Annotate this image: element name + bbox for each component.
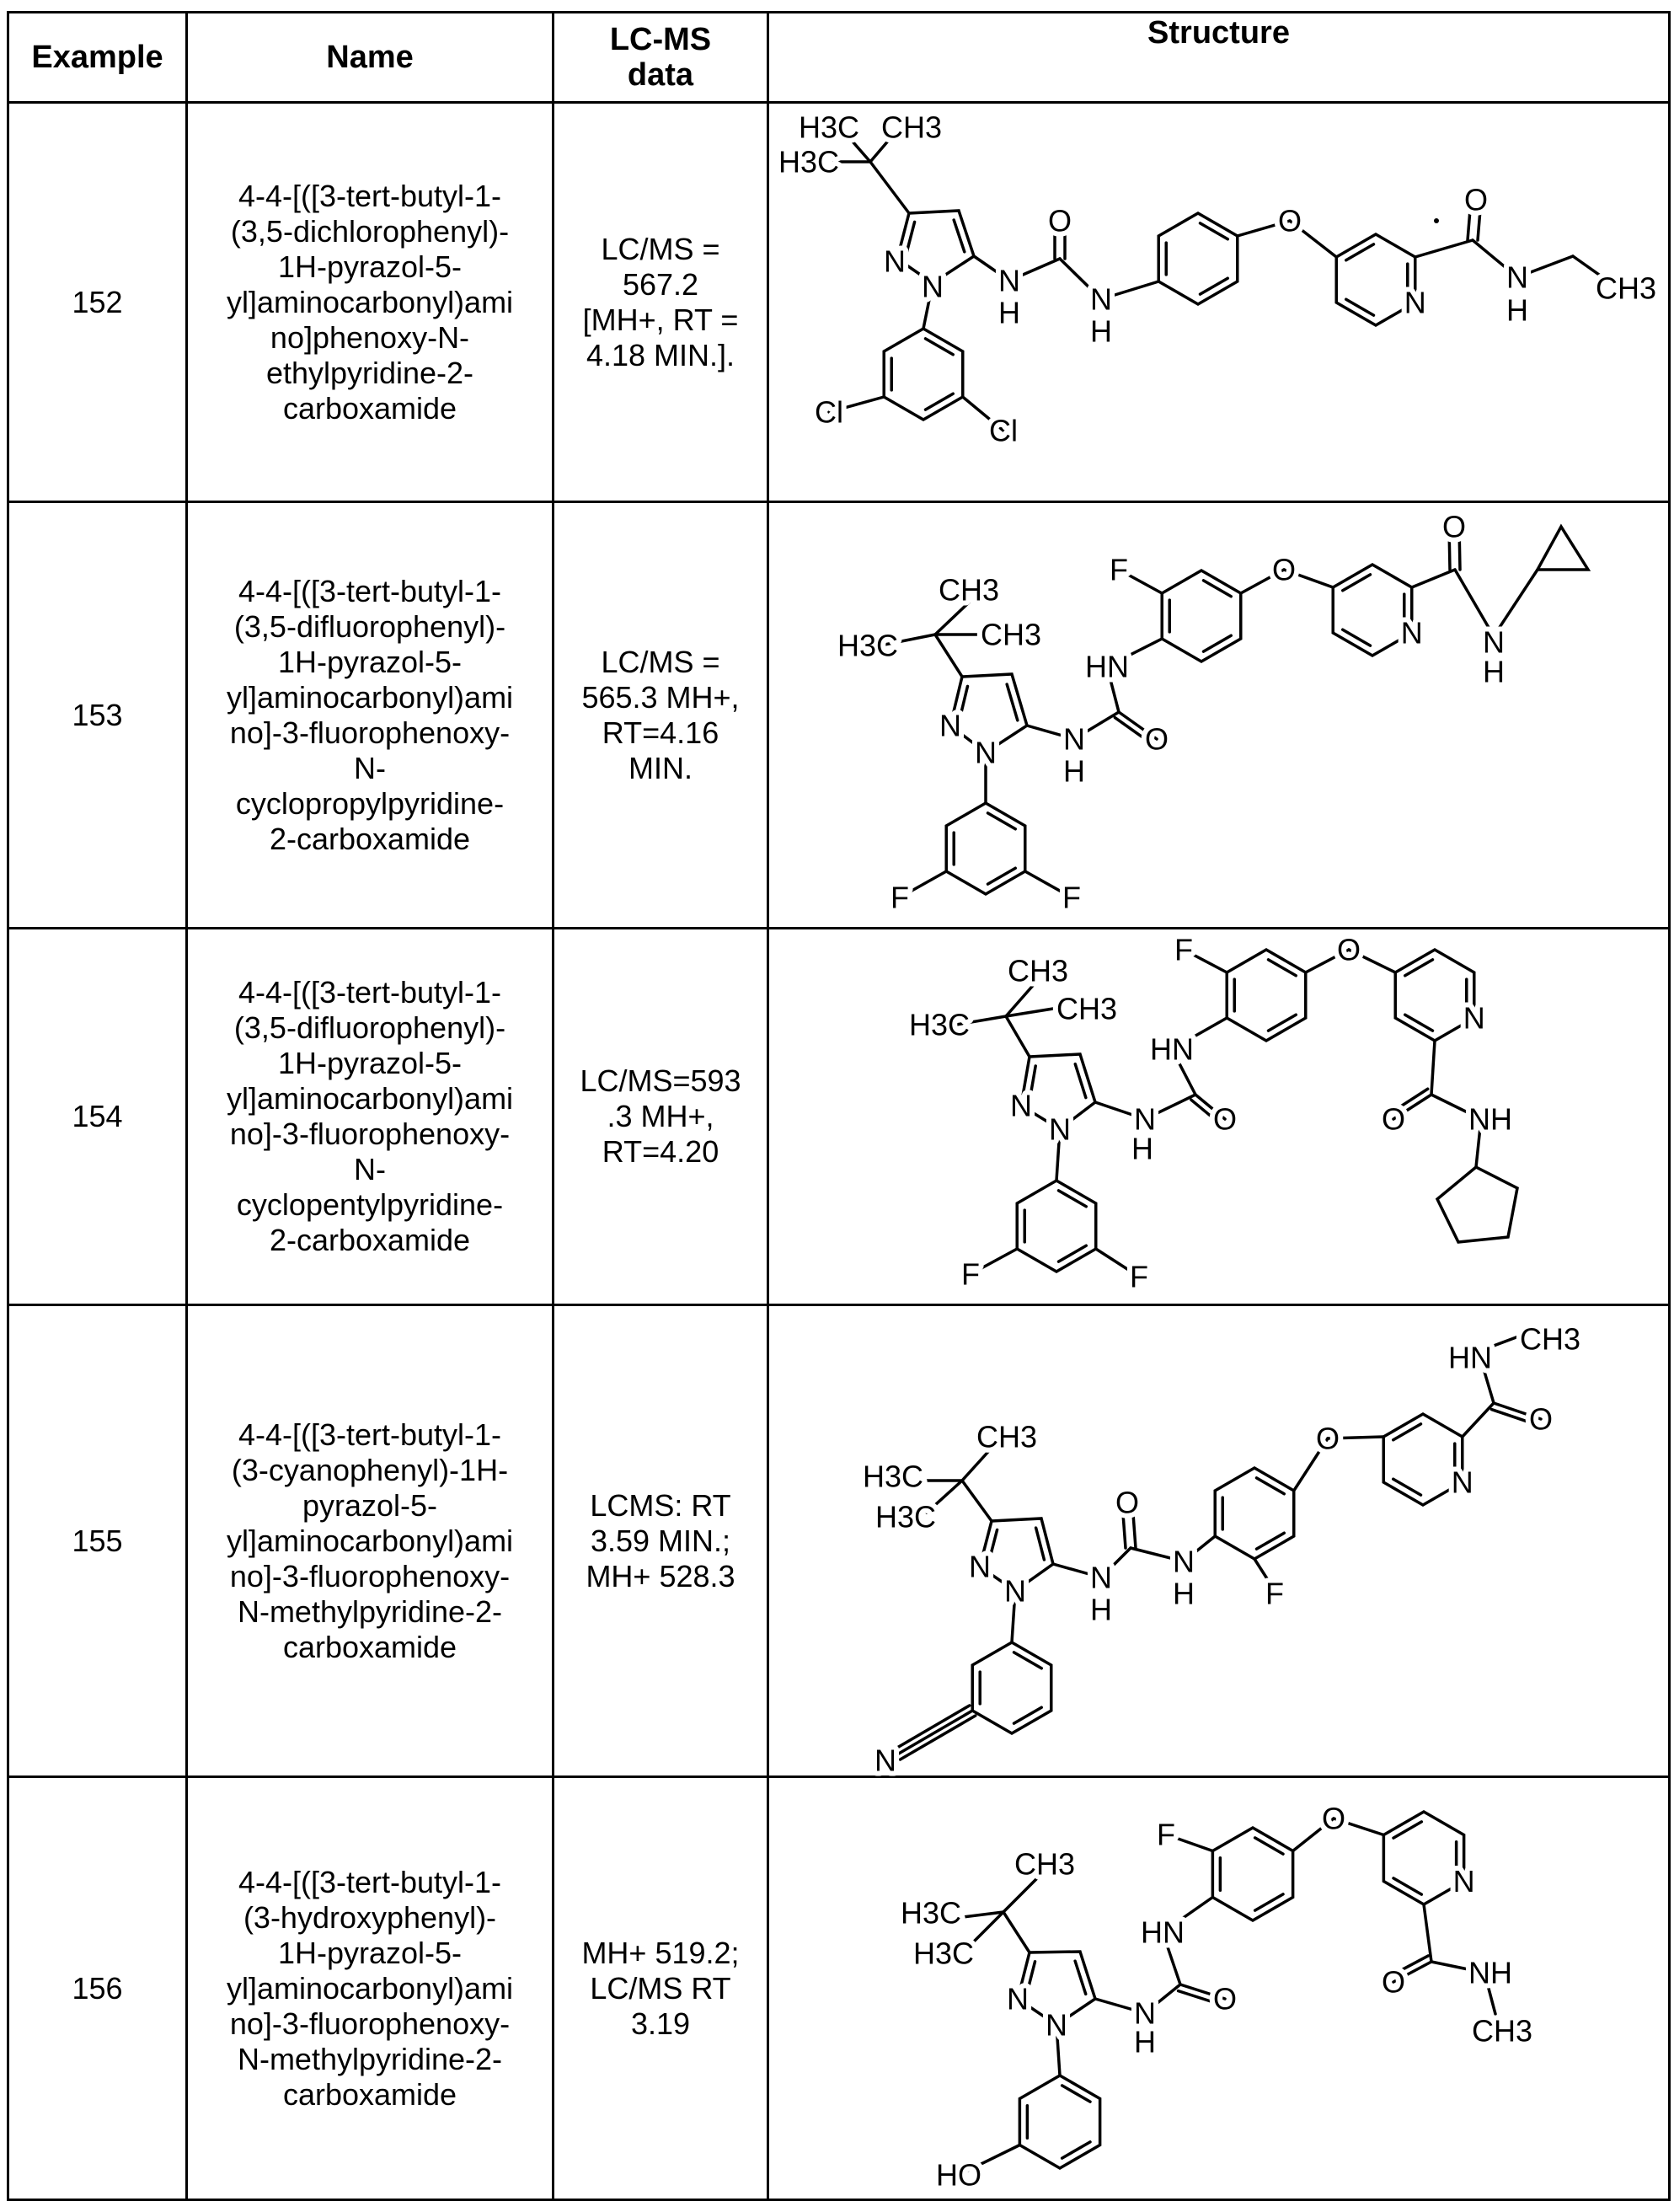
compound-name-line: yl]aminocarbonyl)ami: [188, 285, 552, 320]
compound-name-line: yl]aminocarbonyl)ami: [188, 1971, 552, 2006]
lcms-data-line: .3 MH+,: [554, 1099, 767, 1134]
compound-name-line: 2-carboxamide: [188, 822, 552, 857]
lcms-data: LCMS: RT3.59 MIN.;MH+ 528.3: [554, 1305, 768, 1777]
compound-name-line: 4-4-[([3-tert-butyl-1-: [188, 1417, 552, 1453]
compound-name: 4-4-[([3-tert-butyl-1-(3-hydroxyphenyl)-…: [187, 1777, 554, 2200]
compound-name-line: N-: [188, 1152, 552, 1187]
lcms-data-line: 3.19: [554, 2006, 767, 2042]
compound-name: 4-4-[([3-tert-butyl-1-(3,5-difluoropheny…: [187, 502, 554, 929]
compound-name-line: (3-hydroxyphenyl)-: [188, 1900, 552, 1936]
lcms-data-line: RT=4.20: [554, 1134, 767, 1170]
compound-name-line: cyclopentylpyridine-: [188, 1187, 552, 1223]
structure-cell: [768, 103, 1670, 502]
header-name: Name: [187, 13, 554, 103]
lcms-data-line: 4.18 MIN.].: [554, 338, 767, 373]
compound-name-line: pyrazol-5-: [188, 1488, 552, 1524]
example-number: 154: [8, 929, 187, 1305]
compound-name-line: N-methylpyridine-2-: [188, 1594, 552, 1630]
header-lcms-line: LC-MS: [554, 22, 767, 57]
compound-name-line: carboxamide: [188, 2077, 552, 2113]
lcms-data-line: LC/MS=593: [554, 1063, 767, 1099]
table-row: 1564-4-[([3-tert-butyl-1-(3-hydroxypheny…: [8, 1777, 1670, 2200]
compound-name-line: N-: [188, 751, 552, 786]
header-example: Example: [8, 13, 187, 103]
compound-name-line: 1H-pyrazol-5-: [188, 1936, 552, 1971]
lcms-data-line: [MH+, RT =: [554, 303, 767, 338]
compound-name-line: (3,5-difluorophenyl)-: [188, 609, 552, 645]
lcms-data-line: LCMS: RT: [554, 1488, 767, 1524]
lcms-data-line: MH+ 528.3: [554, 1559, 767, 1594]
lcms-data-line: MH+ 519.2;: [554, 1936, 767, 1971]
compound-name: 4-4-[([3-tert-butyl-1-(3-cyanophenyl)-1H…: [187, 1305, 554, 1777]
lcms-data-line: LC/MS RT: [554, 1971, 767, 2006]
lcms-data-line: 567.2: [554, 267, 767, 303]
compound-name-line: carboxamide: [188, 1630, 552, 1665]
compound-name: 4-4-[([3-tert-butyl-1-(3,5-dichloropheny…: [187, 103, 554, 502]
lcms-data-line: LC/MS =: [554, 232, 767, 267]
compound-name-line: no]-3-fluorophenoxy-: [188, 1117, 552, 1152]
compound-name-line: no]-3-fluorophenoxy-: [188, 2006, 552, 2042]
example-number: 152: [8, 103, 187, 502]
table-row: 1534-4-[([3-tert-butyl-1-(3,5-difluoroph…: [8, 502, 1670, 929]
lcms-data-line: LC/MS =: [554, 645, 767, 680]
compound-name-line: 1H-pyrazol-5-: [188, 645, 552, 680]
compound-name-line: cyclopropylpyridine-: [188, 786, 552, 822]
compound-name-line: no]phenoxy-N-: [188, 320, 552, 356]
structure-cell: [768, 929, 1670, 1305]
lcms-data: LC/MS=593.3 MH+,RT=4.20: [554, 929, 768, 1305]
compound-name-line: yl]aminocarbonyl)ami: [188, 1081, 552, 1117]
header-lcms: LC-MSdata: [554, 13, 768, 103]
header-structure: Structure: [768, 13, 1670, 103]
lcms-data-line: MIN.: [554, 751, 767, 786]
compound-name-line: yl]aminocarbonyl)ami: [188, 680, 552, 715]
table-row: 1524-4-[([3-tert-butyl-1-(3,5-dichloroph…: [8, 103, 1670, 502]
compound-name-line: no]-3-fluorophenoxy-: [188, 1559, 552, 1594]
example-number: 153: [8, 502, 187, 929]
compound-name-line: 4-4-[([3-tert-butyl-1-: [188, 975, 552, 1010]
compound-name-line: 1H-pyrazol-5-: [188, 1046, 552, 1081]
structure-cell: [768, 1777, 1670, 2200]
header-row: Example Name LC-MSdata Structure: [8, 13, 1670, 103]
example-number: 155: [8, 1305, 187, 1777]
compound-name-line: 2-carboxamide: [188, 1223, 552, 1258]
compound-name-line: carboxamide: [188, 391, 552, 426]
lcms-data-line: 3.59 MIN.;: [554, 1524, 767, 1559]
header-lcms-line: data: [554, 57, 767, 93]
structure-cell: [768, 502, 1670, 929]
compound-name-line: ethylpyridine-2-: [188, 356, 552, 391]
compound-name-line: (3,5-difluorophenyl)-: [188, 1010, 552, 1046]
compound-name-line: 1H-pyrazol-5-: [188, 249, 552, 285]
compound-name-line: N-methylpyridine-2-: [188, 2042, 552, 2077]
compound-name-line: yl]aminocarbonyl)ami: [188, 1524, 552, 1559]
compound-table: Example Name LC-MSdata Structure 1524-4-…: [7, 11, 1671, 2201]
lcms-data-line: 565.3 MH+,: [554, 680, 767, 715]
lcms-data-line: RT=4.16: [554, 715, 767, 751]
example-number: 156: [8, 1777, 187, 2200]
lcms-data: MH+ 519.2;LC/MS RT3.19: [554, 1777, 768, 2200]
compound-name-line: (3,5-dichlorophenyl)-: [188, 214, 552, 249]
compound-name-line: (3-cyanophenyl)-1H-: [188, 1453, 552, 1488]
table-row: 1554-4-[([3-tert-butyl-1-(3-cyanophenyl)…: [8, 1305, 1670, 1777]
compound-name-line: no]-3-fluorophenoxy-: [188, 715, 552, 751]
compound-name-line: 4-4-[([3-tert-butyl-1-: [188, 1865, 552, 1900]
lcms-data: LC/MS =565.3 MH+,RT=4.16MIN.: [554, 502, 768, 929]
lcms-data: LC/MS =567.2[MH+, RT =4.18 MIN.].: [554, 103, 768, 502]
compound-name-line: 4-4-[([3-tert-butyl-1-: [188, 574, 552, 609]
compound-name: 4-4-[([3-tert-butyl-1-(3,5-difluoropheny…: [187, 929, 554, 1305]
structure-cell: [768, 1305, 1670, 1777]
compound-name-line: 4-4-[([3-tert-butyl-1-: [188, 179, 552, 214]
table-row: 1544-4-[([3-tert-butyl-1-(3,5-difluoroph…: [8, 929, 1670, 1305]
